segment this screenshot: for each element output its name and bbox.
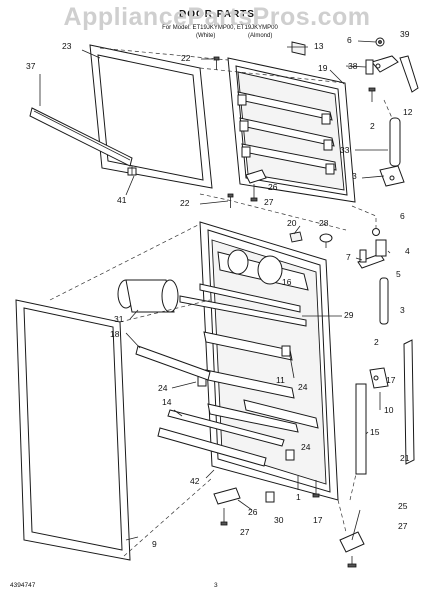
center-hinge-pin <box>379 117 405 187</box>
cap-28 <box>319 233 333 243</box>
callout-10: 10 <box>384 405 394 415</box>
callout-41: 41 <box>117 195 127 205</box>
callout-33: 33 <box>340 145 350 155</box>
callout-30: 30 <box>274 515 284 525</box>
callout-4: 4 <box>405 246 410 256</box>
callout-2b: 2 <box>374 337 379 347</box>
callout-26a: 26 <box>268 182 278 192</box>
callout-31: 31 <box>114 314 124 324</box>
model-line: For Model: ET19JKYMP00, ET19JKYMP00 <box>162 25 278 31</box>
label-13 <box>291 41 306 56</box>
callout-24b: 24 <box>298 382 308 392</box>
callout-38: 38 <box>348 61 358 71</box>
callout-26b: 26 <box>248 507 258 517</box>
door-stop-lower <box>213 476 320 526</box>
cap-20 <box>289 231 303 243</box>
callout-12: 12 <box>403 107 413 117</box>
callout-22b: 22 <box>180 198 190 208</box>
shelf-retainer-18 <box>135 345 211 381</box>
callout-21: 21 <box>400 453 410 463</box>
watermark: AppliancePartsPros.com <box>63 3 371 31</box>
freezer-door <box>227 57 356 203</box>
callout-39: 39 <box>400 29 410 39</box>
color-white-label: (White) <box>196 33 216 39</box>
callout-27a: 27 <box>264 197 274 207</box>
upper-hinge-assembly <box>365 37 419 102</box>
callout-7: 7 <box>346 252 351 262</box>
middle-hinge-assembly <box>357 228 389 325</box>
callout-25: 25 <box>398 501 408 511</box>
callout-29: 29 <box>344 310 354 320</box>
callout-3b: 3 <box>400 305 405 315</box>
callout-24a: 24 <box>158 383 168 393</box>
freezer-breaker-strip <box>29 107 133 167</box>
callout-28: 28 <box>319 218 329 228</box>
callout-22a: 22 <box>181 53 191 63</box>
callout-18: 18 <box>110 329 120 339</box>
callout-2a: 2 <box>370 121 375 131</box>
callout-6a: 6 <box>347 35 352 45</box>
callout-27c: 27 <box>398 521 408 531</box>
callout-3a: 3 <box>352 171 357 181</box>
callout-42: 42 <box>190 476 200 486</box>
callout-5: 5 <box>396 269 401 279</box>
page-number: 3 <box>214 582 218 589</box>
callout-14: 14 <box>162 397 172 407</box>
refrigerator-door <box>157 221 339 501</box>
screw-22-middle <box>227 193 234 208</box>
callout-20: 20 <box>287 218 297 228</box>
diagram-title: DOOR PARTS <box>179 9 255 20</box>
callout-15: 15 <box>370 427 380 437</box>
freezer-gasket <box>89 44 213 189</box>
document-number: 4394747 <box>10 582 36 589</box>
callout-17a: 17 <box>386 375 396 385</box>
callout-9: 9 <box>152 539 157 549</box>
callout-27b: 27 <box>240 527 250 537</box>
callout-6b: 6 <box>400 211 405 221</box>
callout-19: 19 <box>318 63 328 73</box>
butter-compartment <box>117 279 179 313</box>
refrigerator-gasket <box>15 299 131 561</box>
lower-hinge-assembly <box>339 339 415 568</box>
callout-11: 11 <box>276 375 285 385</box>
callout-13: 13 <box>314 41 324 51</box>
callout-17b: 17 <box>313 515 323 525</box>
callout-24c: 24 <box>301 442 311 452</box>
door-stop-upper <box>245 169 267 202</box>
callout-16: 16 <box>282 277 292 287</box>
callout-1: 1 <box>296 492 301 502</box>
callout-37: 37 <box>26 61 36 71</box>
color-almond-label: (Almond) <box>248 33 273 39</box>
callout-23: 23 <box>62 41 72 51</box>
